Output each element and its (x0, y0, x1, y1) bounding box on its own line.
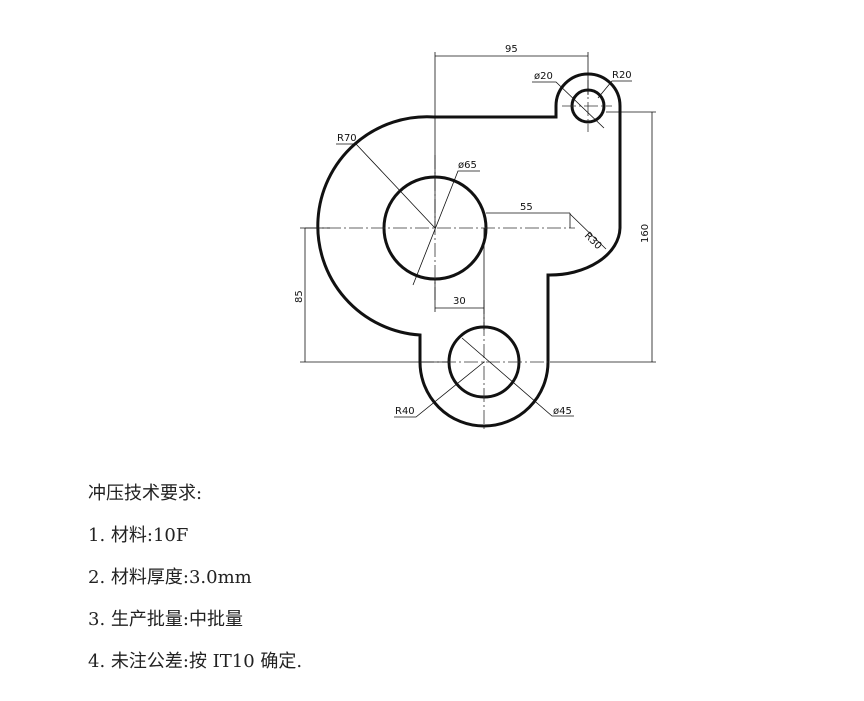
technical-requirements: 冲压技术要求: 1. 材料:10F 2. 材料厚度:3.0mm 3. 生产批量:… (88, 478, 302, 688)
dim-r40-label: R40 (395, 406, 415, 417)
dim-phi20-label: ø20 (534, 71, 553, 82)
dim-phi65-label: ø65 (458, 160, 477, 171)
dim-r70-label: R70 (337, 133, 357, 144)
requirement-item: 3. 生产批量:中批量 (88, 609, 243, 630)
dim-r20-label: R20 (612, 70, 632, 81)
requirement-item: 2. 材料厚度:3.0mm (88, 567, 252, 588)
dim-55-label: 55 (520, 202, 533, 213)
requirement-item: 1. 材料:10F (88, 525, 189, 546)
requirements-title: 冲压技术要求: (88, 483, 203, 504)
dim-phi45-label: ø45 (553, 406, 572, 417)
requirement-item: 4. 未注公差:按 IT10 确定. (88, 651, 303, 672)
dim-30-label: 30 (453, 296, 466, 307)
stamping-part-drawing: 95 ø20 R20 R70 ø65 55 R30 160 85 30 R40 … (294, 44, 656, 432)
dim-r30-label: R30 (582, 230, 604, 252)
dim-95-label: 95 (505, 44, 518, 55)
dim-160-label: 160 (640, 224, 651, 243)
dimension-lines (300, 52, 656, 418)
part-outline (316, 72, 622, 428)
dim-85-label: 85 (294, 290, 305, 303)
